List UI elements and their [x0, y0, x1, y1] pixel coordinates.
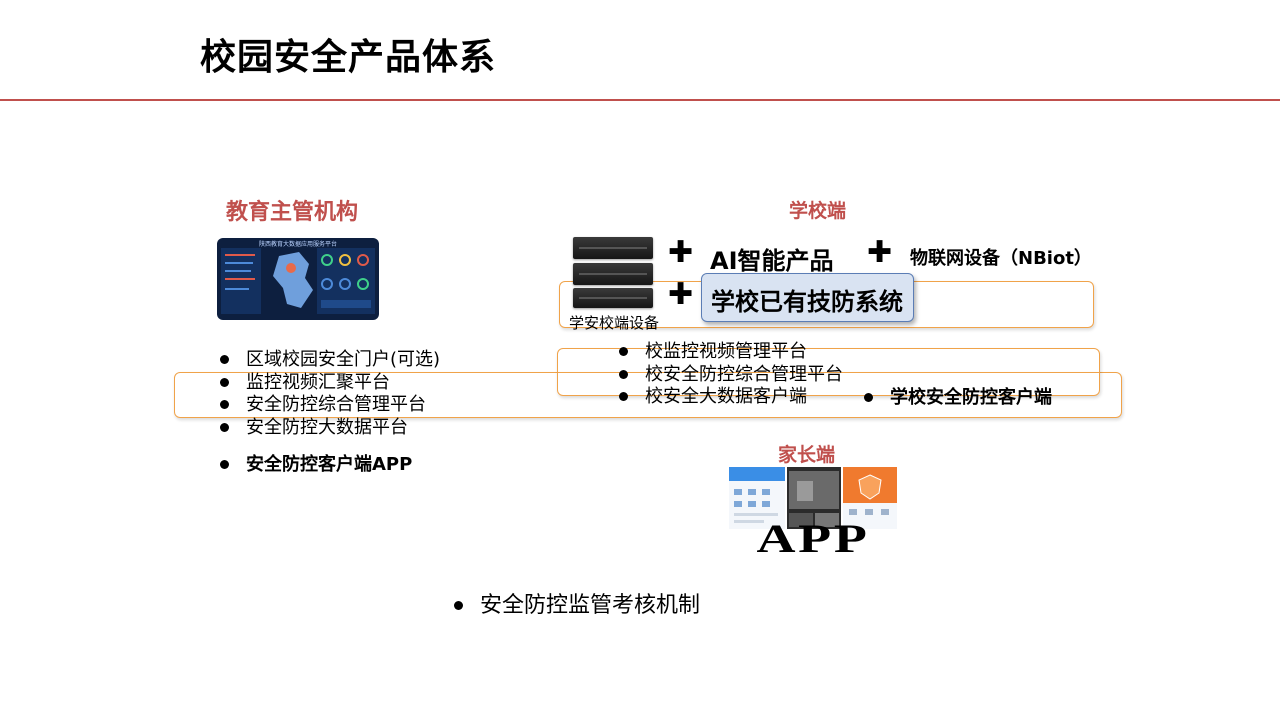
plus-icon: ✚ — [668, 277, 694, 312]
app-screens-graphic — [729, 467, 897, 529]
app-label: APP — [756, 516, 870, 561]
server-device-1 — [573, 237, 653, 259]
plus-icon: ✚ — [867, 235, 893, 270]
school-client-list: 学校安全防控客户端 — [862, 387, 1052, 409]
footer-item: 安全防控监管考核机制 — [452, 591, 700, 621]
highlight-box-school-platforms — [557, 348, 1100, 396]
school-heading: 学校端 — [789, 200, 847, 222]
edu-item: 区域校园安全门户(可选) — [218, 349, 440, 372]
parent-heading: 家长端 — [778, 444, 836, 466]
page-title: 校园安全产品体系 — [200, 37, 497, 78]
school-item: 校安全大数据客户端 — [617, 386, 843, 409]
edu-heading: 教育主管机构 — [226, 200, 359, 225]
edu-item: 安全防控综合管理平台 — [218, 394, 440, 417]
ai-product-label: AI智能产品 — [710, 247, 834, 275]
dashboard-title: 陕西教育大数据应用服务平台 — [258, 241, 337, 248]
device-caption: 学安校端设备 — [569, 314, 660, 332]
parent-app-screenshots: APP — [729, 467, 897, 559]
edu-app-list: 安全防控客户端APP — [218, 454, 412, 476]
server-device-2 — [573, 263, 653, 285]
dashboard-graphic — [221, 248, 375, 314]
plus-icon: ✚ — [668, 235, 694, 270]
edu-item-list: 区域校园安全门户(可选) 监控视频汇聚平台 安全防控综合管理平台 安全防控大数据… — [218, 349, 440, 439]
edu-item: 监控视频汇聚平台 — [218, 372, 440, 395]
school-client-item: 学校安全防控客户端 — [862, 387, 1052, 409]
highlight-box-wide — [174, 372, 1122, 418]
school-item-list: 校监控视频管理平台 校安全防控综合管理平台 校安全大数据客户端 — [617, 341, 843, 409]
edu-app-item: 安全防控客户端APP — [218, 454, 412, 476]
edu-item: 安全防控大数据平台 — [218, 417, 440, 440]
iot-device-label: 物联网设备（NBiot） — [910, 248, 1092, 269]
school-item: 校安全防控综合管理平台 — [617, 364, 843, 387]
title-divider — [0, 99, 1280, 101]
dashboard-screenshot: 陕西教育大数据应用服务平台 — [217, 238, 379, 320]
server-device-3 — [573, 288, 653, 308]
footer-list: 安全防控监管考核机制 — [452, 591, 700, 621]
existing-system-box — [701, 273, 914, 322]
school-item: 校监控视频管理平台 — [617, 341, 843, 364]
existing-system-label: 学校已有技防系统 — [711, 288, 903, 316]
